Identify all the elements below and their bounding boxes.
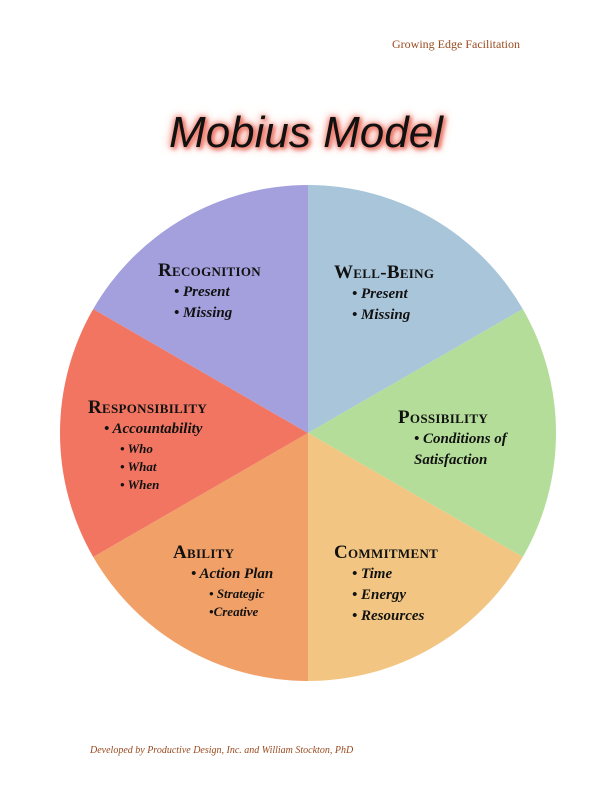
sector-ability xyxy=(93,433,308,681)
sector-well-being xyxy=(308,185,523,433)
sector-label-commitment: Commitment • Time • Energy • Resources xyxy=(334,542,439,624)
page-title: Mobius Model xyxy=(169,108,443,157)
sector-label-well-being: Well-Being • Present • Missing xyxy=(334,262,435,323)
footer-credit: Developed by Productive Design, Inc. and… xyxy=(90,745,354,756)
sector-label-possibility: Possibility • Conditions of Satisfaction xyxy=(398,407,507,468)
sector-recognition xyxy=(93,185,308,433)
sector-label-responsibility: Responsibility • Accountability • Who • … xyxy=(88,397,208,492)
sector-label-recognition: Recognition • Present • Missing xyxy=(158,260,261,321)
sector-commitment xyxy=(308,433,523,681)
sector-label-ability: Ability • Action Plan • Strategic •Creat… xyxy=(173,542,274,619)
sector-responsibility xyxy=(60,309,308,557)
header-text: Growing Edge Facilitation xyxy=(392,37,520,51)
sector-possibility xyxy=(308,309,556,557)
